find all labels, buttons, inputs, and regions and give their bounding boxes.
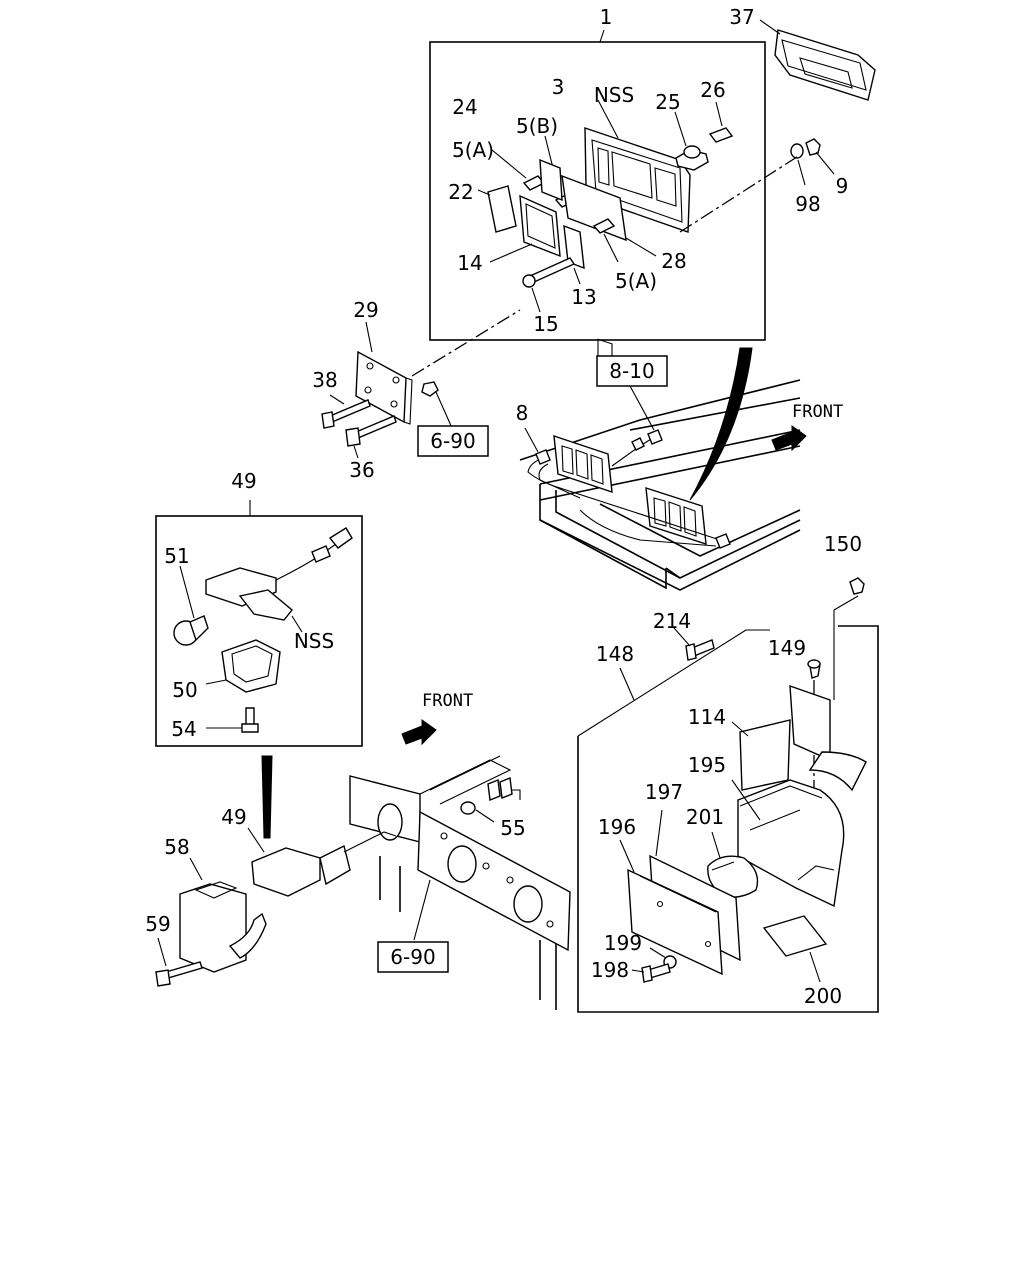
callout-38: 38 <box>312 368 337 392</box>
part-58-cover <box>179 857 267 973</box>
callout-49-top: 49 <box>231 469 256 493</box>
part-3-lamp-body <box>584 99 691 385</box>
callout-201: 201 <box>686 805 724 829</box>
callout-nss-top: NSS <box>594 83 634 107</box>
callout-200: 200 <box>804 984 842 1008</box>
callout-26: 26 <box>700 78 725 102</box>
part-15-screw <box>522 257 576 313</box>
front-arrow-bottom <box>401 719 437 746</box>
connector-8-10 <box>629 385 663 451</box>
part-198-screw <box>631 963 671 983</box>
part-51-bulb <box>173 565 209 646</box>
callout-148: 148 <box>596 642 634 666</box>
callout-15: 15 <box>533 312 558 336</box>
callout-28: 28 <box>661 249 686 273</box>
rear-lamp-left <box>553 434 613 494</box>
callout-195: 195 <box>688 753 726 777</box>
callout-54: 54 <box>171 717 196 741</box>
callout-8: 8 <box>516 401 529 425</box>
part-22-gasket <box>477 185 517 233</box>
part-55-nut <box>460 801 495 823</box>
part-5a-bulb-bottom <box>592 218 619 263</box>
ref-6-90-top-text: 6-90 <box>430 429 475 453</box>
part-196-lens <box>619 839 723 976</box>
part-25-grommet <box>674 111 709 171</box>
callout-198: 198 <box>591 958 629 982</box>
callout-5a-bottom: 5(A) <box>615 269 657 293</box>
part-26-screw <box>708 101 734 143</box>
callout-55: 55 <box>500 816 525 840</box>
front-label-bottom: FRONT <box>422 691 473 711</box>
callout-199: 199 <box>604 931 642 955</box>
nut-to-ref-6-90 <box>421 381 453 429</box>
callout-29: 29 <box>353 298 378 322</box>
ref-box-6-90-top[interactable]: 6-90 <box>417 425 489 457</box>
callout-214: 214 <box>653 609 691 633</box>
part-214-bolt <box>673 627 715 661</box>
ref-box-6-90-bottom[interactable]: 6-90 <box>377 941 449 973</box>
callout-114: 114 <box>688 705 726 729</box>
callout-49-bottom: 49 <box>221 805 246 829</box>
part-114-bracket <box>731 684 867 792</box>
pointer-wedge-top <box>689 347 753 501</box>
part-49-lamp-inset <box>205 527 353 633</box>
callout-13: 13 <box>571 285 596 309</box>
rear-bar-assembly <box>519 379 801 591</box>
ref-box-8-10[interactable]: 8-10 <box>596 355 668 387</box>
part-14-cover <box>489 194 561 263</box>
part-9-nut <box>805 138 835 175</box>
part-29-plate <box>355 321 413 425</box>
callout-5a-top: 5(A) <box>452 138 494 162</box>
callout-14: 14 <box>457 251 482 275</box>
group-box-49 <box>155 500 363 747</box>
callout-24: 24 <box>452 95 477 119</box>
callout-98: 98 <box>795 192 820 216</box>
callout-37: 37 <box>729 5 754 29</box>
part-5a-bulb-top <box>491 149 546 191</box>
part-13-bracket <box>563 224 585 285</box>
part-50-lens <box>205 639 281 693</box>
callout-58: 58 <box>164 835 189 859</box>
part-37-housing <box>759 19 876 101</box>
callout-50: 50 <box>172 678 197 702</box>
callout-36: 36 <box>349 458 374 482</box>
part-98-washer <box>790 143 806 186</box>
callout-22: 22 <box>448 180 473 204</box>
callout-51: 51 <box>164 544 189 568</box>
part-200-plate <box>762 915 828 983</box>
callout-149: 149 <box>768 636 806 660</box>
callout-25: 25 <box>655 90 680 114</box>
callout-5b: 5(B) <box>516 114 558 138</box>
callout-59: 59 <box>145 912 170 936</box>
rear-lamp-right <box>645 487 707 545</box>
part-49-lamp-installed <box>247 827 397 897</box>
part-small-connector-right <box>715 533 731 549</box>
part-59-bolt <box>155 937 203 987</box>
part-8-connector <box>524 427 551 465</box>
part-38-bolt <box>321 394 371 429</box>
callout-1: 1 <box>600 5 613 29</box>
part-54-screw <box>206 707 259 733</box>
callout-196: 196 <box>598 815 636 839</box>
ref-8-10-text: 8-10 <box>609 359 654 383</box>
ref-6-90-bottom-text: 6-90 <box>390 945 435 969</box>
front-label-top: FRONT <box>792 402 843 422</box>
callout-3: 3 <box>552 75 565 99</box>
front-arrow-top <box>771 425 807 452</box>
callout-197: 197 <box>645 780 683 804</box>
callout-9: 9 <box>836 174 849 198</box>
group-box-148 <box>577 625 879 1013</box>
part-150-nut <box>833 577 865 700</box>
part-36-bolt <box>345 415 397 459</box>
pointer-wedge-left <box>261 755 273 839</box>
part-195-housing <box>731 779 845 908</box>
bracket-assembly <box>349 755 571 1010</box>
callout-150: 150 <box>824 532 862 556</box>
callout-nss-mid: NSS <box>294 629 334 653</box>
